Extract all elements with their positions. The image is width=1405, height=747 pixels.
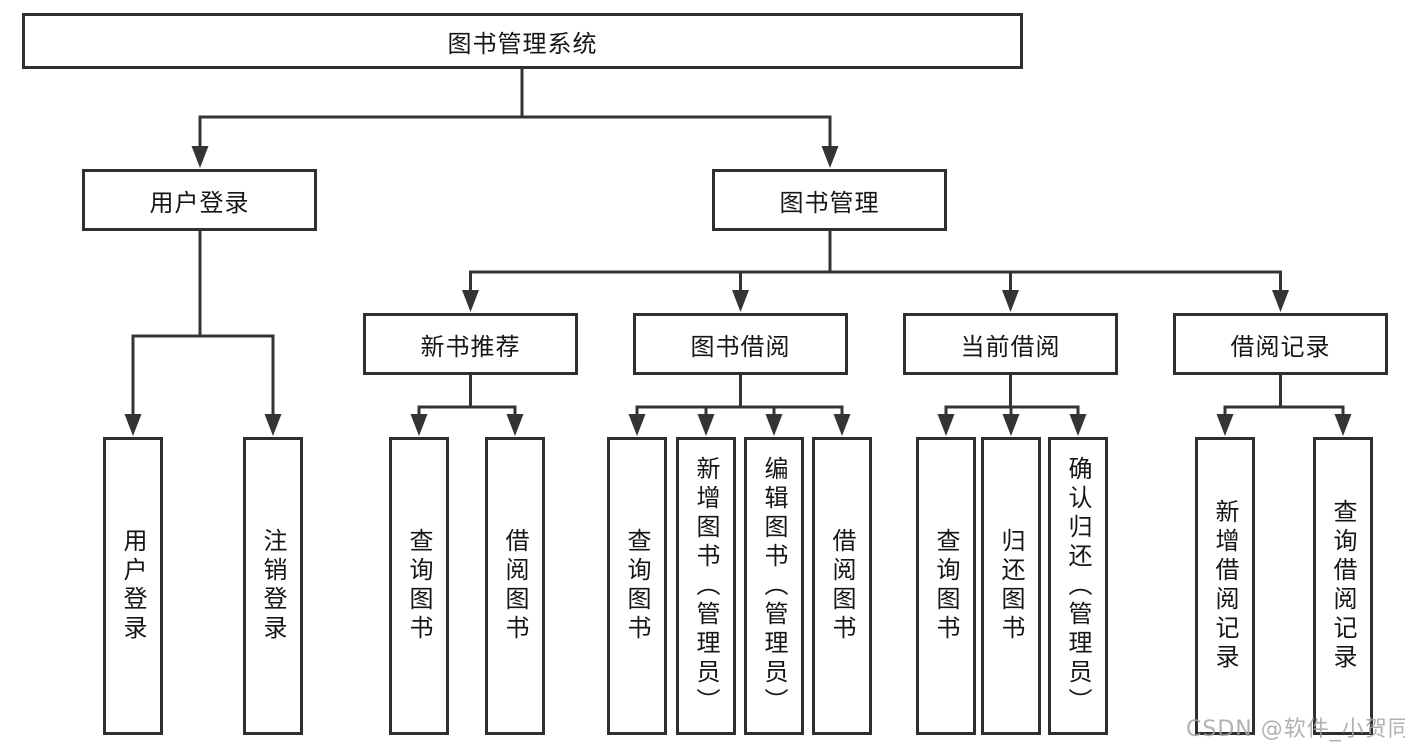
leaf-br-query-record-label: 查询借阅记录: [1329, 499, 1357, 673]
leaf-nb-query-book: 查询图书: [389, 437, 449, 735]
leaf-br-add-record: 新增借阅记录: [1195, 437, 1255, 735]
node-new-book-recommend: 新书推荐: [363, 313, 578, 375]
leaf-logout: 注销登录: [243, 437, 303, 735]
csdn-watermark: CSDN @软件_小贺同学: [1186, 717, 1405, 742]
leaf-user-login: 用户登录: [103, 437, 163, 735]
leaf-cb-query-book-label: 查询图书: [932, 528, 960, 644]
leaf-br-add-record-label: 新增借阅记录: [1211, 499, 1239, 673]
leaf-user-login-label: 用户登录: [119, 528, 147, 644]
leaf-bb-query-book-label: 查询图书: [623, 528, 651, 644]
leaf-nb-query-book-label: 查询图书: [405, 528, 433, 644]
leaf-bb-edit-book-admin-label: 编辑图书（管理员）: [760, 455, 788, 717]
leaf-cb-confirm-return-admin: 确认归还（管理员）: [1048, 437, 1108, 735]
leaf-nb-borrow-book-label: 借阅图书: [501, 528, 529, 644]
leaf-bb-borrow-book-label: 借阅图书: [828, 528, 856, 644]
leaf-bb-query-book: 查询图书: [607, 437, 667, 735]
leaf-nb-borrow-book: 借阅图书: [485, 437, 545, 735]
leaf-bb-edit-book-admin: 编辑图书（管理员）: [744, 437, 804, 735]
leaf-logout-label: 注销登录: [259, 528, 287, 644]
arrowhead-icons: [124, 146, 1352, 436]
node-library-system: 图书管理系统: [22, 13, 1023, 69]
leaf-cb-return-book: 归还图书: [981, 437, 1041, 735]
leaf-bb-borrow-book: 借阅图书: [812, 437, 872, 735]
node-current-borrow: 当前借阅: [903, 313, 1118, 375]
leaf-cb-query-book: 查询图书: [916, 437, 976, 735]
leaf-cb-return-book-label: 归还图书: [997, 528, 1025, 644]
leaf-bb-add-book-admin: 新增图书（管理员）: [676, 437, 736, 735]
node-user-login: 用户登录: [82, 169, 317, 231]
node-borrow-record: 借阅记录: [1173, 313, 1388, 375]
node-book-borrow: 图书借阅: [633, 313, 848, 375]
leaf-bb-add-book-admin-label: 新增图书（管理员）: [692, 455, 720, 717]
leaf-br-query-record: 查询借阅记录: [1313, 437, 1373, 735]
leaf-cb-confirm-return-admin-label: 确认归还（管理员）: [1064, 455, 1092, 717]
node-book-management: 图书管理: [712, 169, 947, 231]
